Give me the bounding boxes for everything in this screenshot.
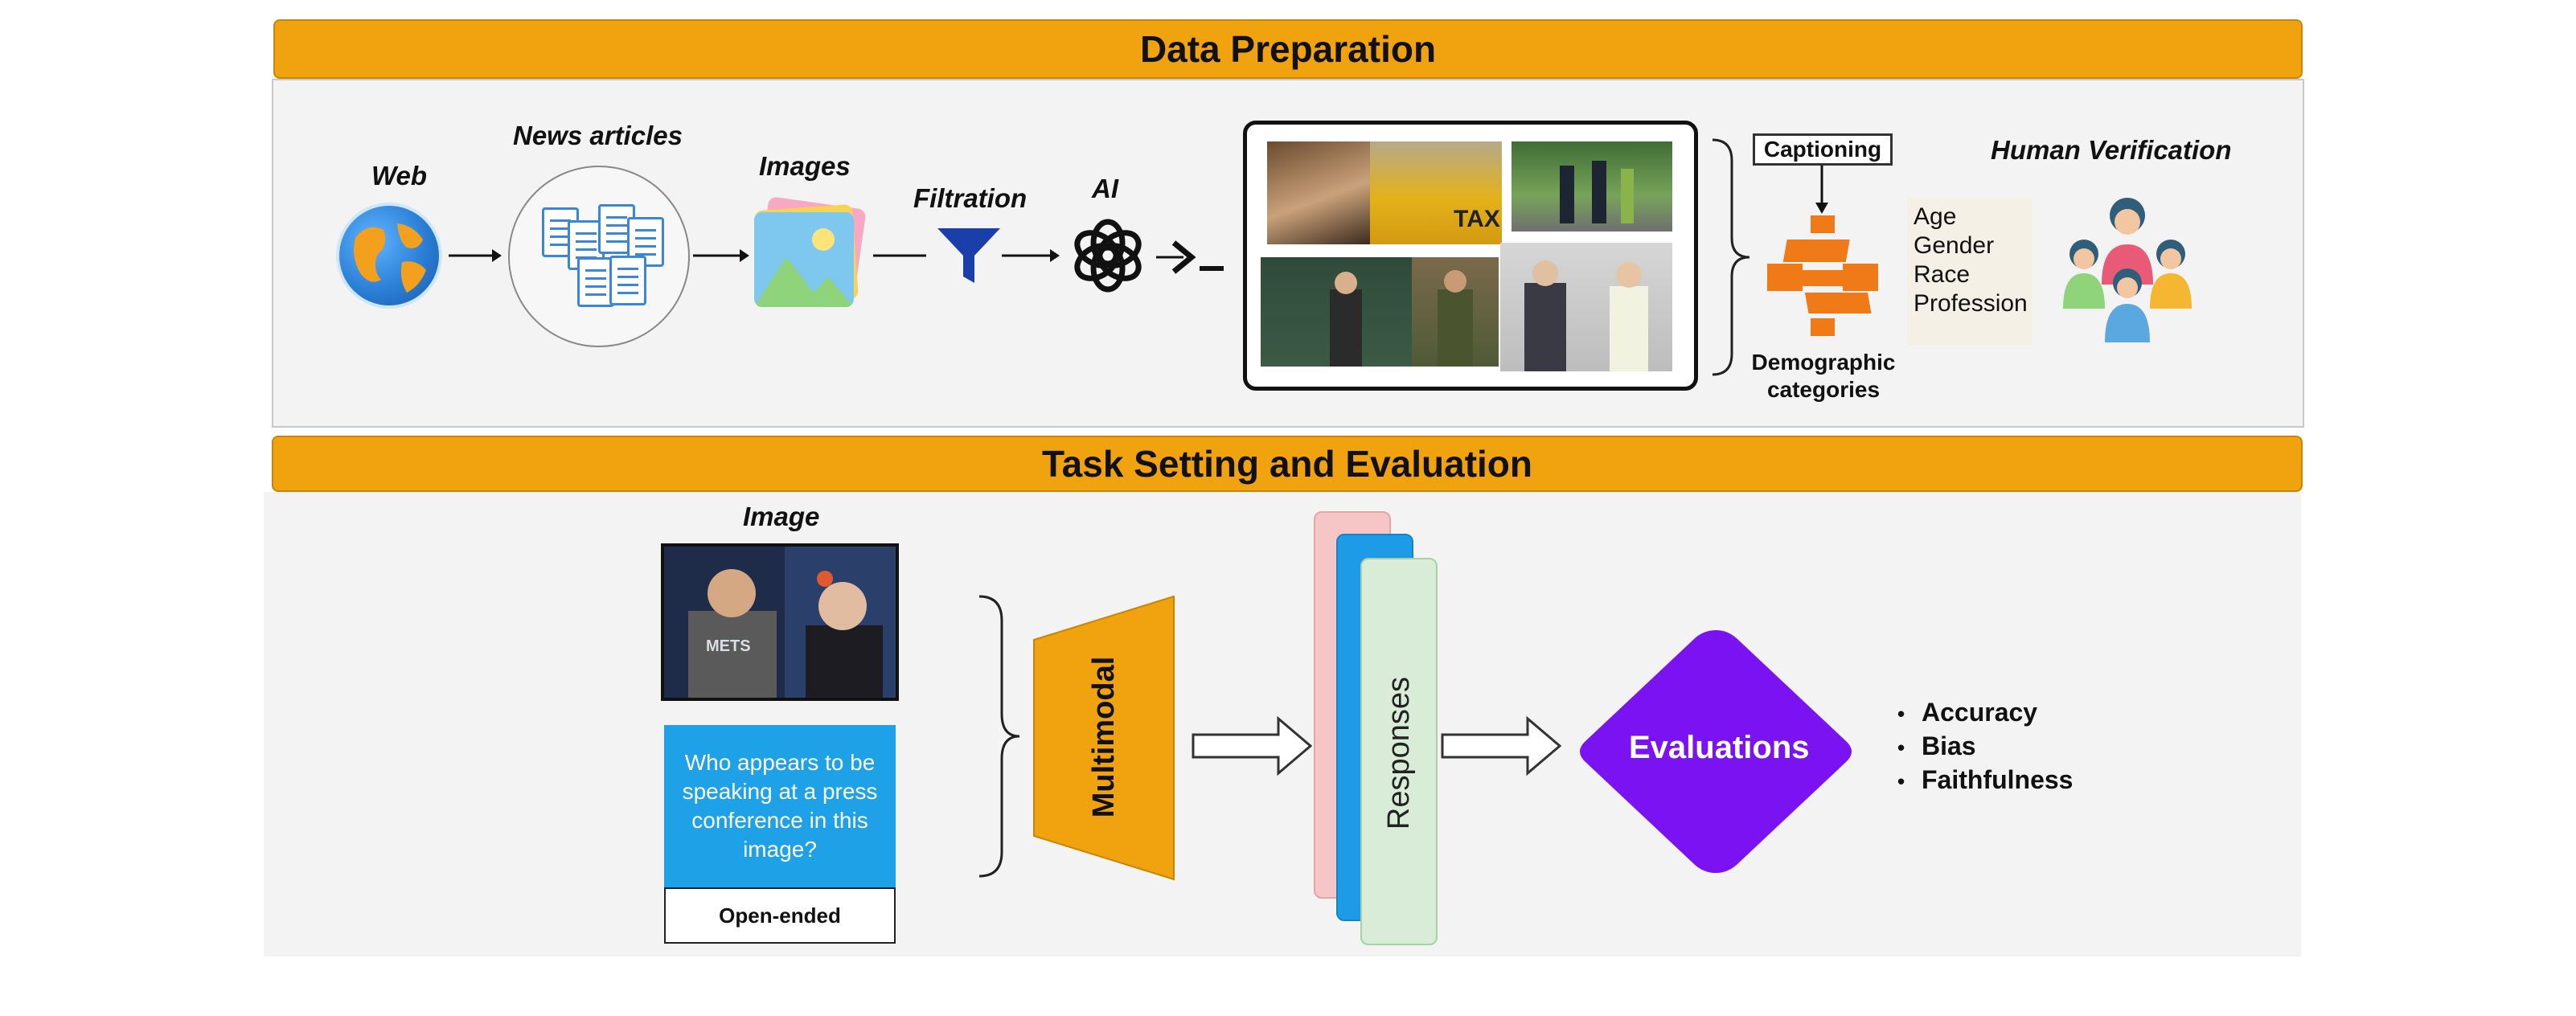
- funnel-icon: [937, 228, 1000, 283]
- news-articles-label: News articles: [513, 121, 683, 150]
- metrics-list: Accuracy Bias Faithfulness: [1897, 696, 2073, 797]
- brace-right-top: [1712, 138, 1750, 376]
- captioning-box: Captioning: [1753, 133, 1893, 166]
- demographic-list: Age Gender Race Profession: [1907, 198, 2032, 346]
- category-item: Profession: [1914, 290, 2028, 317]
- arrow-images-to-filtration: [873, 254, 926, 257]
- arrow-captioning-down: [1815, 166, 1828, 214]
- collage-photo-lecture: [1261, 257, 1412, 367]
- question-box: Who appears to be speaking at a press co…: [664, 725, 896, 887]
- captioning-label: Captioning: [1763, 137, 1882, 162]
- arrow-news-to-images: [693, 249, 749, 262]
- question-type-box: Open-ended: [664, 887, 896, 944]
- arrow-responses-to-evaluations: [1441, 715, 1562, 776]
- images-label: Images: [759, 151, 851, 181]
- brace-input-group: [978, 595, 1020, 878]
- collage-photo-soldier: [1412, 257, 1499, 367]
- task-setting-header: Task Setting and Evaluation: [272, 436, 2303, 492]
- category-item: Gender: [1914, 232, 1995, 259]
- metric-item: Bias: [1897, 730, 2073, 764]
- arrow-web-to-news: [449, 249, 502, 262]
- image-label: Image: [743, 502, 820, 531]
- metric-item: Accuracy: [1897, 696, 2073, 730]
- image-gallery-icon: [751, 196, 872, 310]
- web-label: Web: [371, 161, 428, 190]
- human-verification-label: Human Verification: [1991, 135, 2232, 165]
- openai-logo-icon: [1074, 219, 1142, 293]
- category-item: Age: [1914, 203, 1957, 230]
- category-item: Race: [1914, 261, 1971, 288]
- responses-label: Responses: [1381, 676, 1416, 830]
- globe-icon: [336, 203, 442, 309]
- collage-photo-taxi: TAX: [1370, 141, 1502, 244]
- network-icon: [1767, 215, 1878, 336]
- ai-label: AI: [1092, 174, 1118, 203]
- collage-photo-walking: [1512, 141, 1672, 231]
- arrow-filtration-to-ai: [1002, 249, 1060, 262]
- svg-text:METS: METS: [706, 637, 751, 655]
- documents-icon: [508, 166, 690, 347]
- filtration-label: Filtration: [913, 183, 1028, 213]
- demographic-categories-label: Demographic categories: [1751, 350, 1896, 402]
- people-group-icon: [2063, 198, 2192, 342]
- question-type-label: Open-ended: [719, 903, 841, 928]
- arrow-model-to-responses: [1192, 715, 1313, 776]
- response-card-green: [1360, 558, 1438, 945]
- collage-photo-office: [1267, 141, 1370, 244]
- evaluations-label: Evaluations: [1629, 730, 1810, 765]
- sample-press-image: METS: [661, 543, 899, 701]
- multimodal-label: Multimodal: [1086, 656, 1121, 818]
- svg-text:TAX: TAX: [1454, 206, 1500, 232]
- evaluations-diamond: [1580, 630, 1852, 873]
- multimodal-model-shape: [1033, 595, 1175, 881]
- data-preparation-header: Data Preparation: [273, 19, 2303, 79]
- question-text: Who appears to be speaking at a press co…: [682, 750, 878, 862]
- arrow-ai-to-photos: [1156, 240, 1224, 274]
- task-setting-title: Task Setting and Evaluation: [1041, 443, 1533, 485]
- metric-item: Faithfulness: [1897, 764, 2073, 797]
- data-preparation-title: Data Preparation: [1139, 28, 1437, 70]
- collage-photo-handshake: [1500, 243, 1672, 371]
